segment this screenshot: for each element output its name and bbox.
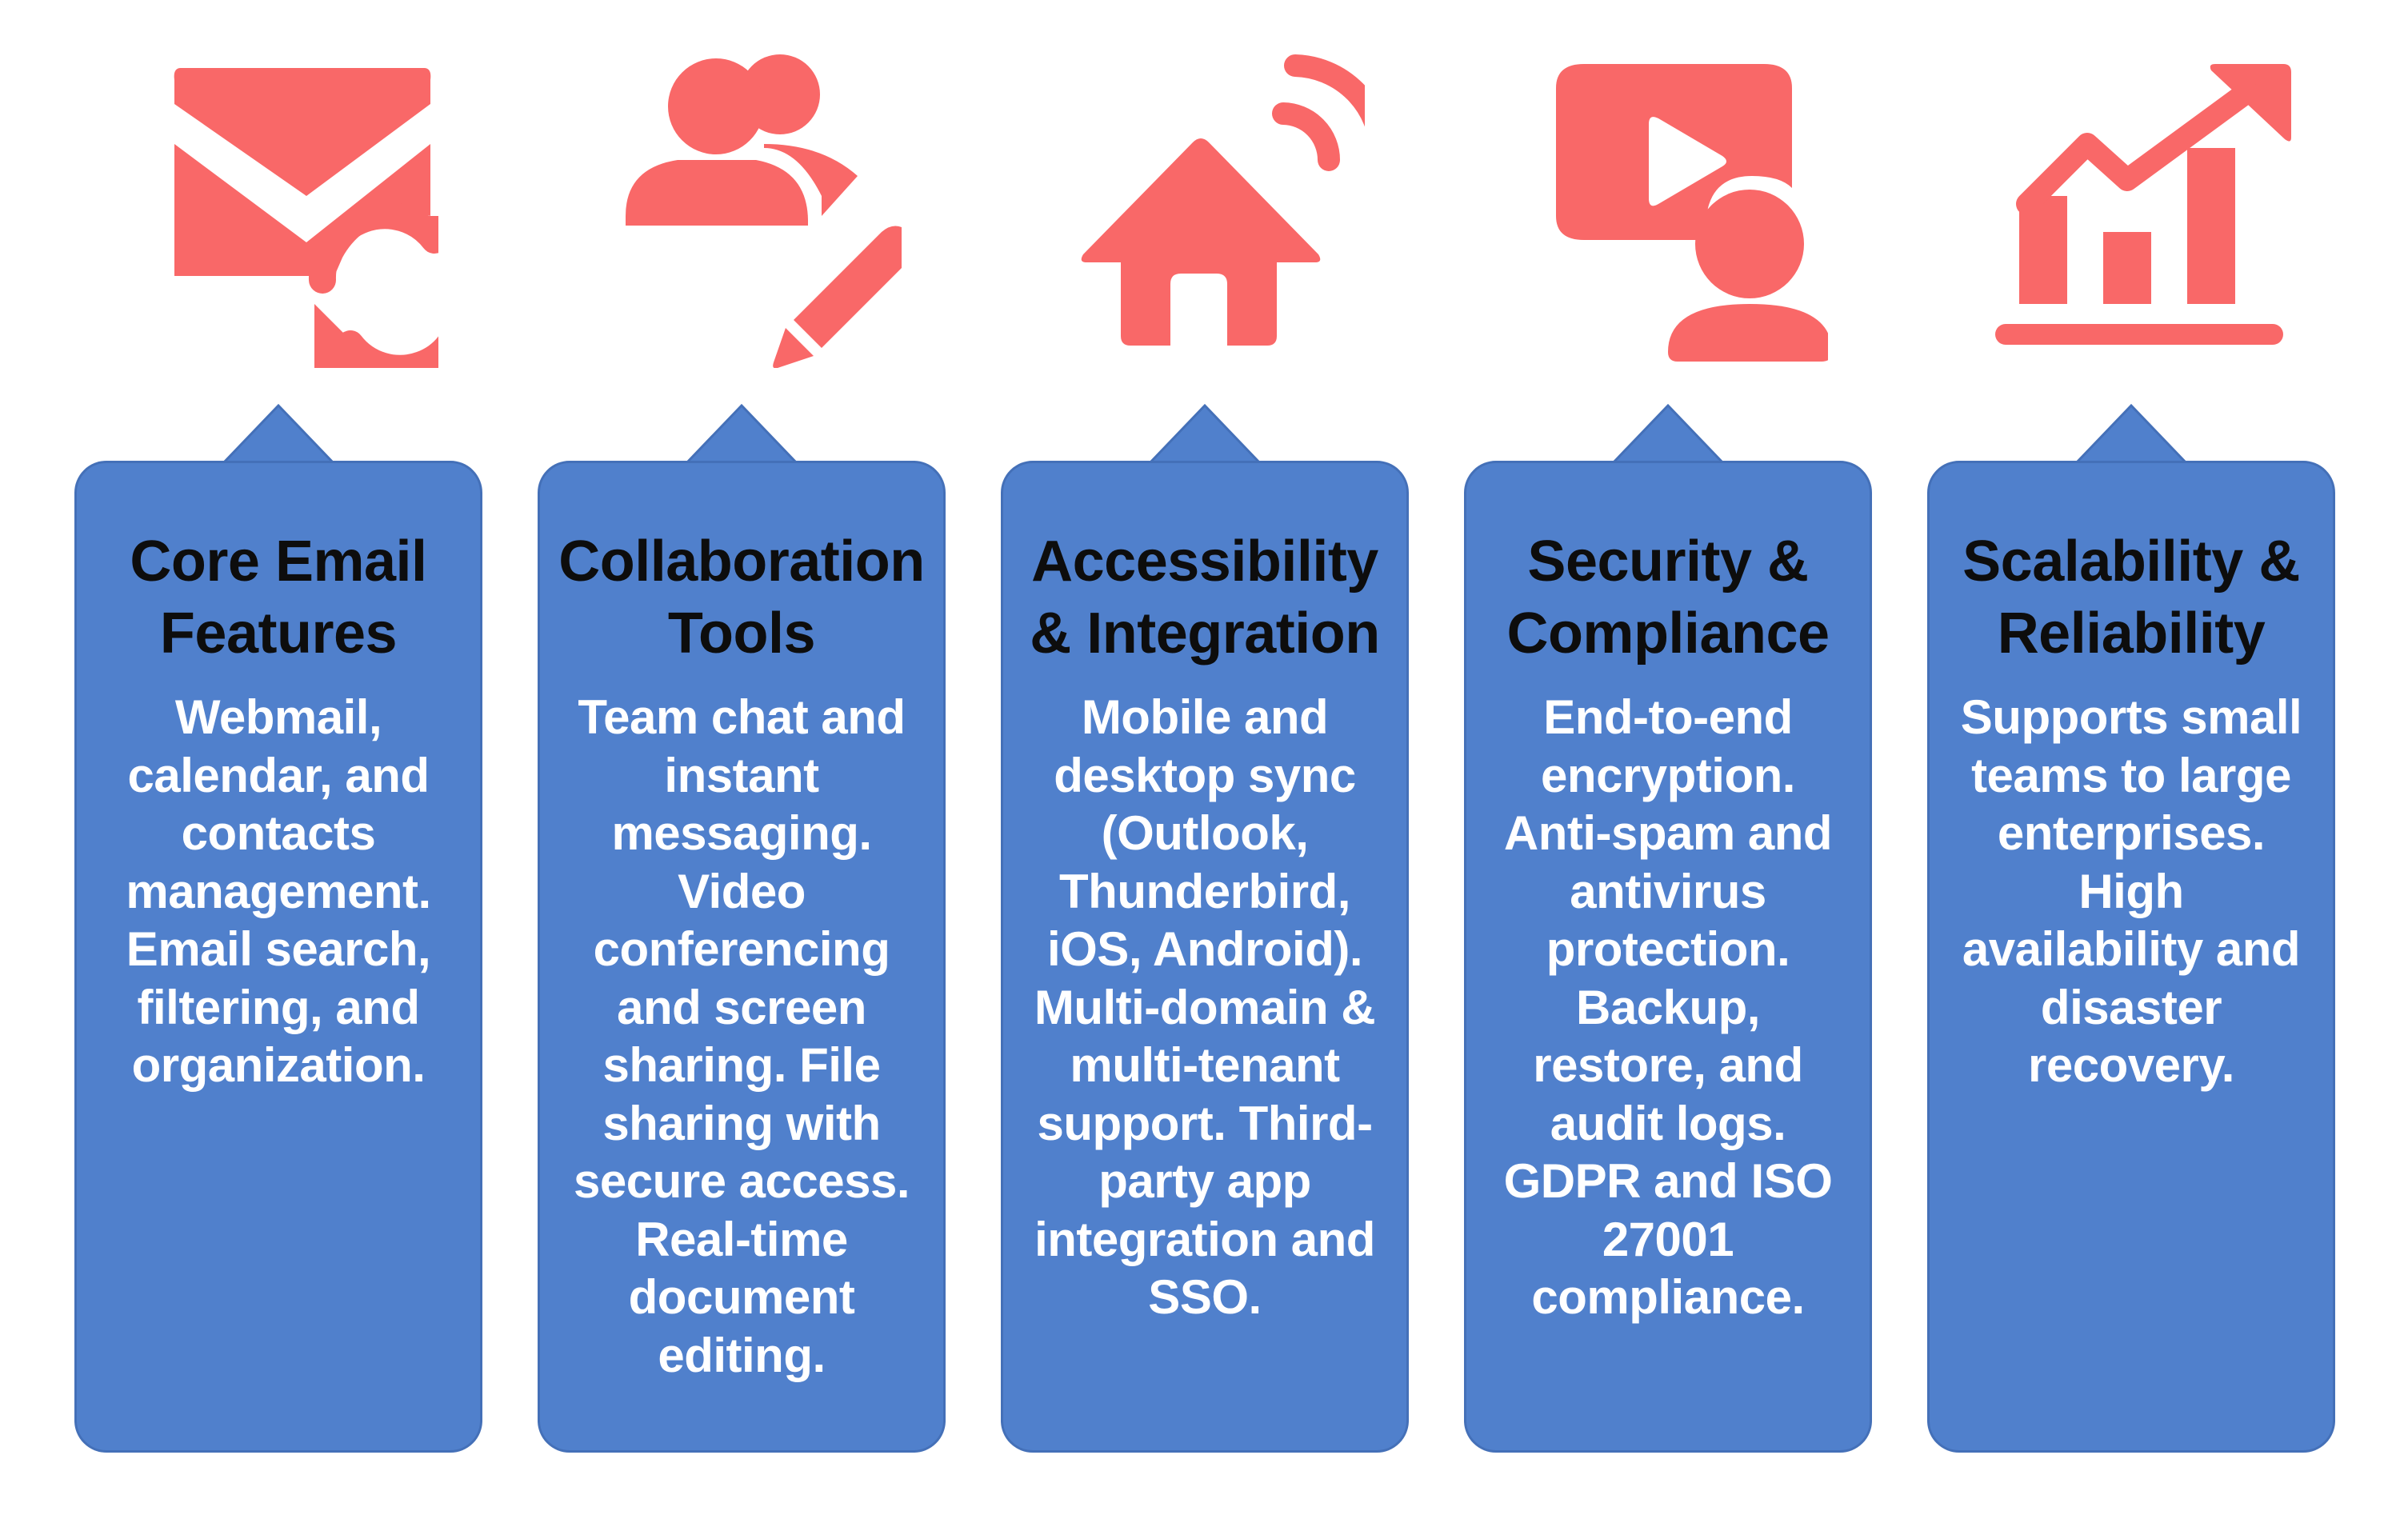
card-title: Accessibility & Integration: [1030, 530, 1380, 666]
card-body: Webmail, calendar, and contacts manageme…: [126, 690, 431, 1092]
feature-column-scalability: Scalability & Reliability Supports small…: [1927, 0, 2335, 1515]
feature-column-core-email: Core Email Features Webmail, calendar, a…: [74, 0, 482, 1515]
feature-card: Security & Compliance End-to-end encrypt…: [1464, 402, 1872, 1454]
card-body: End-to-end encryption. Anti-spam and ant…: [1503, 690, 1833, 1324]
card-body: Team chat and instant messaging. Video c…: [573, 690, 910, 1382]
smart-home-icon: [1045, 48, 1365, 368]
video-user-icon: [1508, 48, 1828, 368]
card-body: Mobile and desktop sync (Outlook, Thunde…: [1034, 690, 1376, 1324]
feature-card: Accessibility & Integration Mobile and d…: [1001, 402, 1409, 1454]
card-title: Core Email Features: [130, 530, 427, 666]
feature-column-security: Security & Compliance End-to-end encrypt…: [1464, 0, 1872, 1515]
card-title: Security & Compliance: [1506, 530, 1830, 666]
feature-card: Collaboration Tools Team chat and instan…: [538, 402, 946, 1454]
card-title: Collaboration Tools: [558, 530, 925, 666]
card-title: Scalability & Reliability: [1962, 530, 2300, 666]
users-edit-icon: [582, 48, 902, 368]
email-sync-icon: [118, 48, 438, 368]
feature-card: Scalability & Reliability Supports small…: [1927, 402, 2335, 1454]
card-body: Supports small teams to large enterprise…: [1960, 690, 2302, 1092]
feature-column-collaboration: Collaboration Tools Team chat and instan…: [538, 0, 946, 1515]
feature-card: Core Email Features Webmail, calendar, a…: [74, 402, 482, 1454]
growth-chart-icon: [1971, 48, 2291, 368]
feature-column-accessibility: Accessibility & Integration Mobile and d…: [1001, 0, 1409, 1515]
